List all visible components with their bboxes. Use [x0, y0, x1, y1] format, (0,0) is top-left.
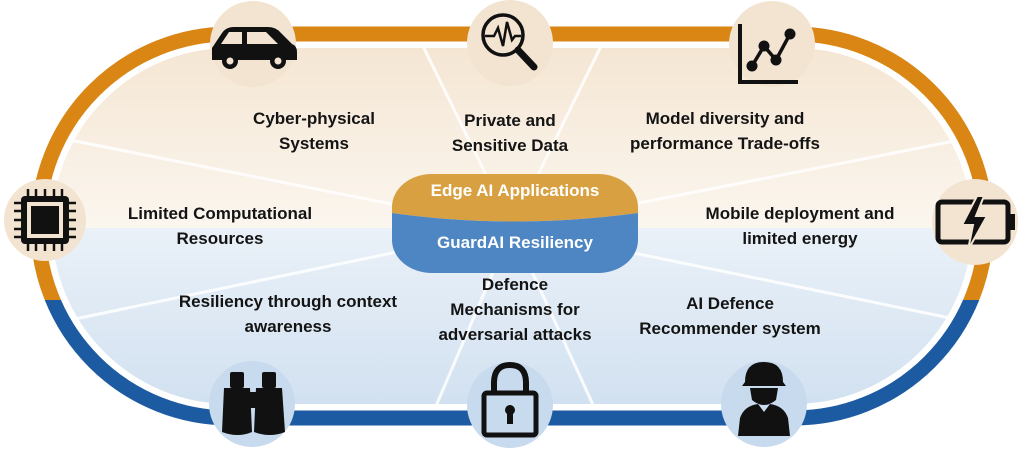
magnifier-waveform-icon: [481, 13, 538, 71]
label-ai-defence-recommender: AI Defence Recommender system: [639, 294, 821, 338]
label-mobile-deployment: Mobile deployment and limited energy: [705, 204, 895, 248]
cpu-chip-icon: [14, 189, 76, 251]
center-bottom-label: GuardAI Resiliency: [437, 233, 593, 252]
label-resiliency-context-awareness: Resiliency through context awareness: [178, 292, 398, 336]
label-cyber-physical-systems: Cyber-physical Systems: [253, 109, 375, 153]
center-top-label: Edge AI Applications: [430, 181, 600, 200]
battery-charging-icon: [935, 195, 1015, 251]
label-private-sensitive-data: Private and Sensitive Data: [451, 111, 569, 155]
label-defence-mechanisms: Defence Mechanisms for adversarial attac…: [438, 275, 592, 344]
binoculars-icon: [222, 372, 285, 435]
car-icon: [212, 27, 297, 69]
padlock-icon: [481, 361, 539, 438]
label-model-diversity: Model diversity and performance Trade-of…: [630, 109, 820, 153]
line-chart-icon: [738, 24, 798, 84]
center-pill: [392, 174, 638, 273]
soldier-icon: [738, 362, 790, 436]
label-limited-computational-resources: Limited Computational Resources: [127, 204, 313, 248]
